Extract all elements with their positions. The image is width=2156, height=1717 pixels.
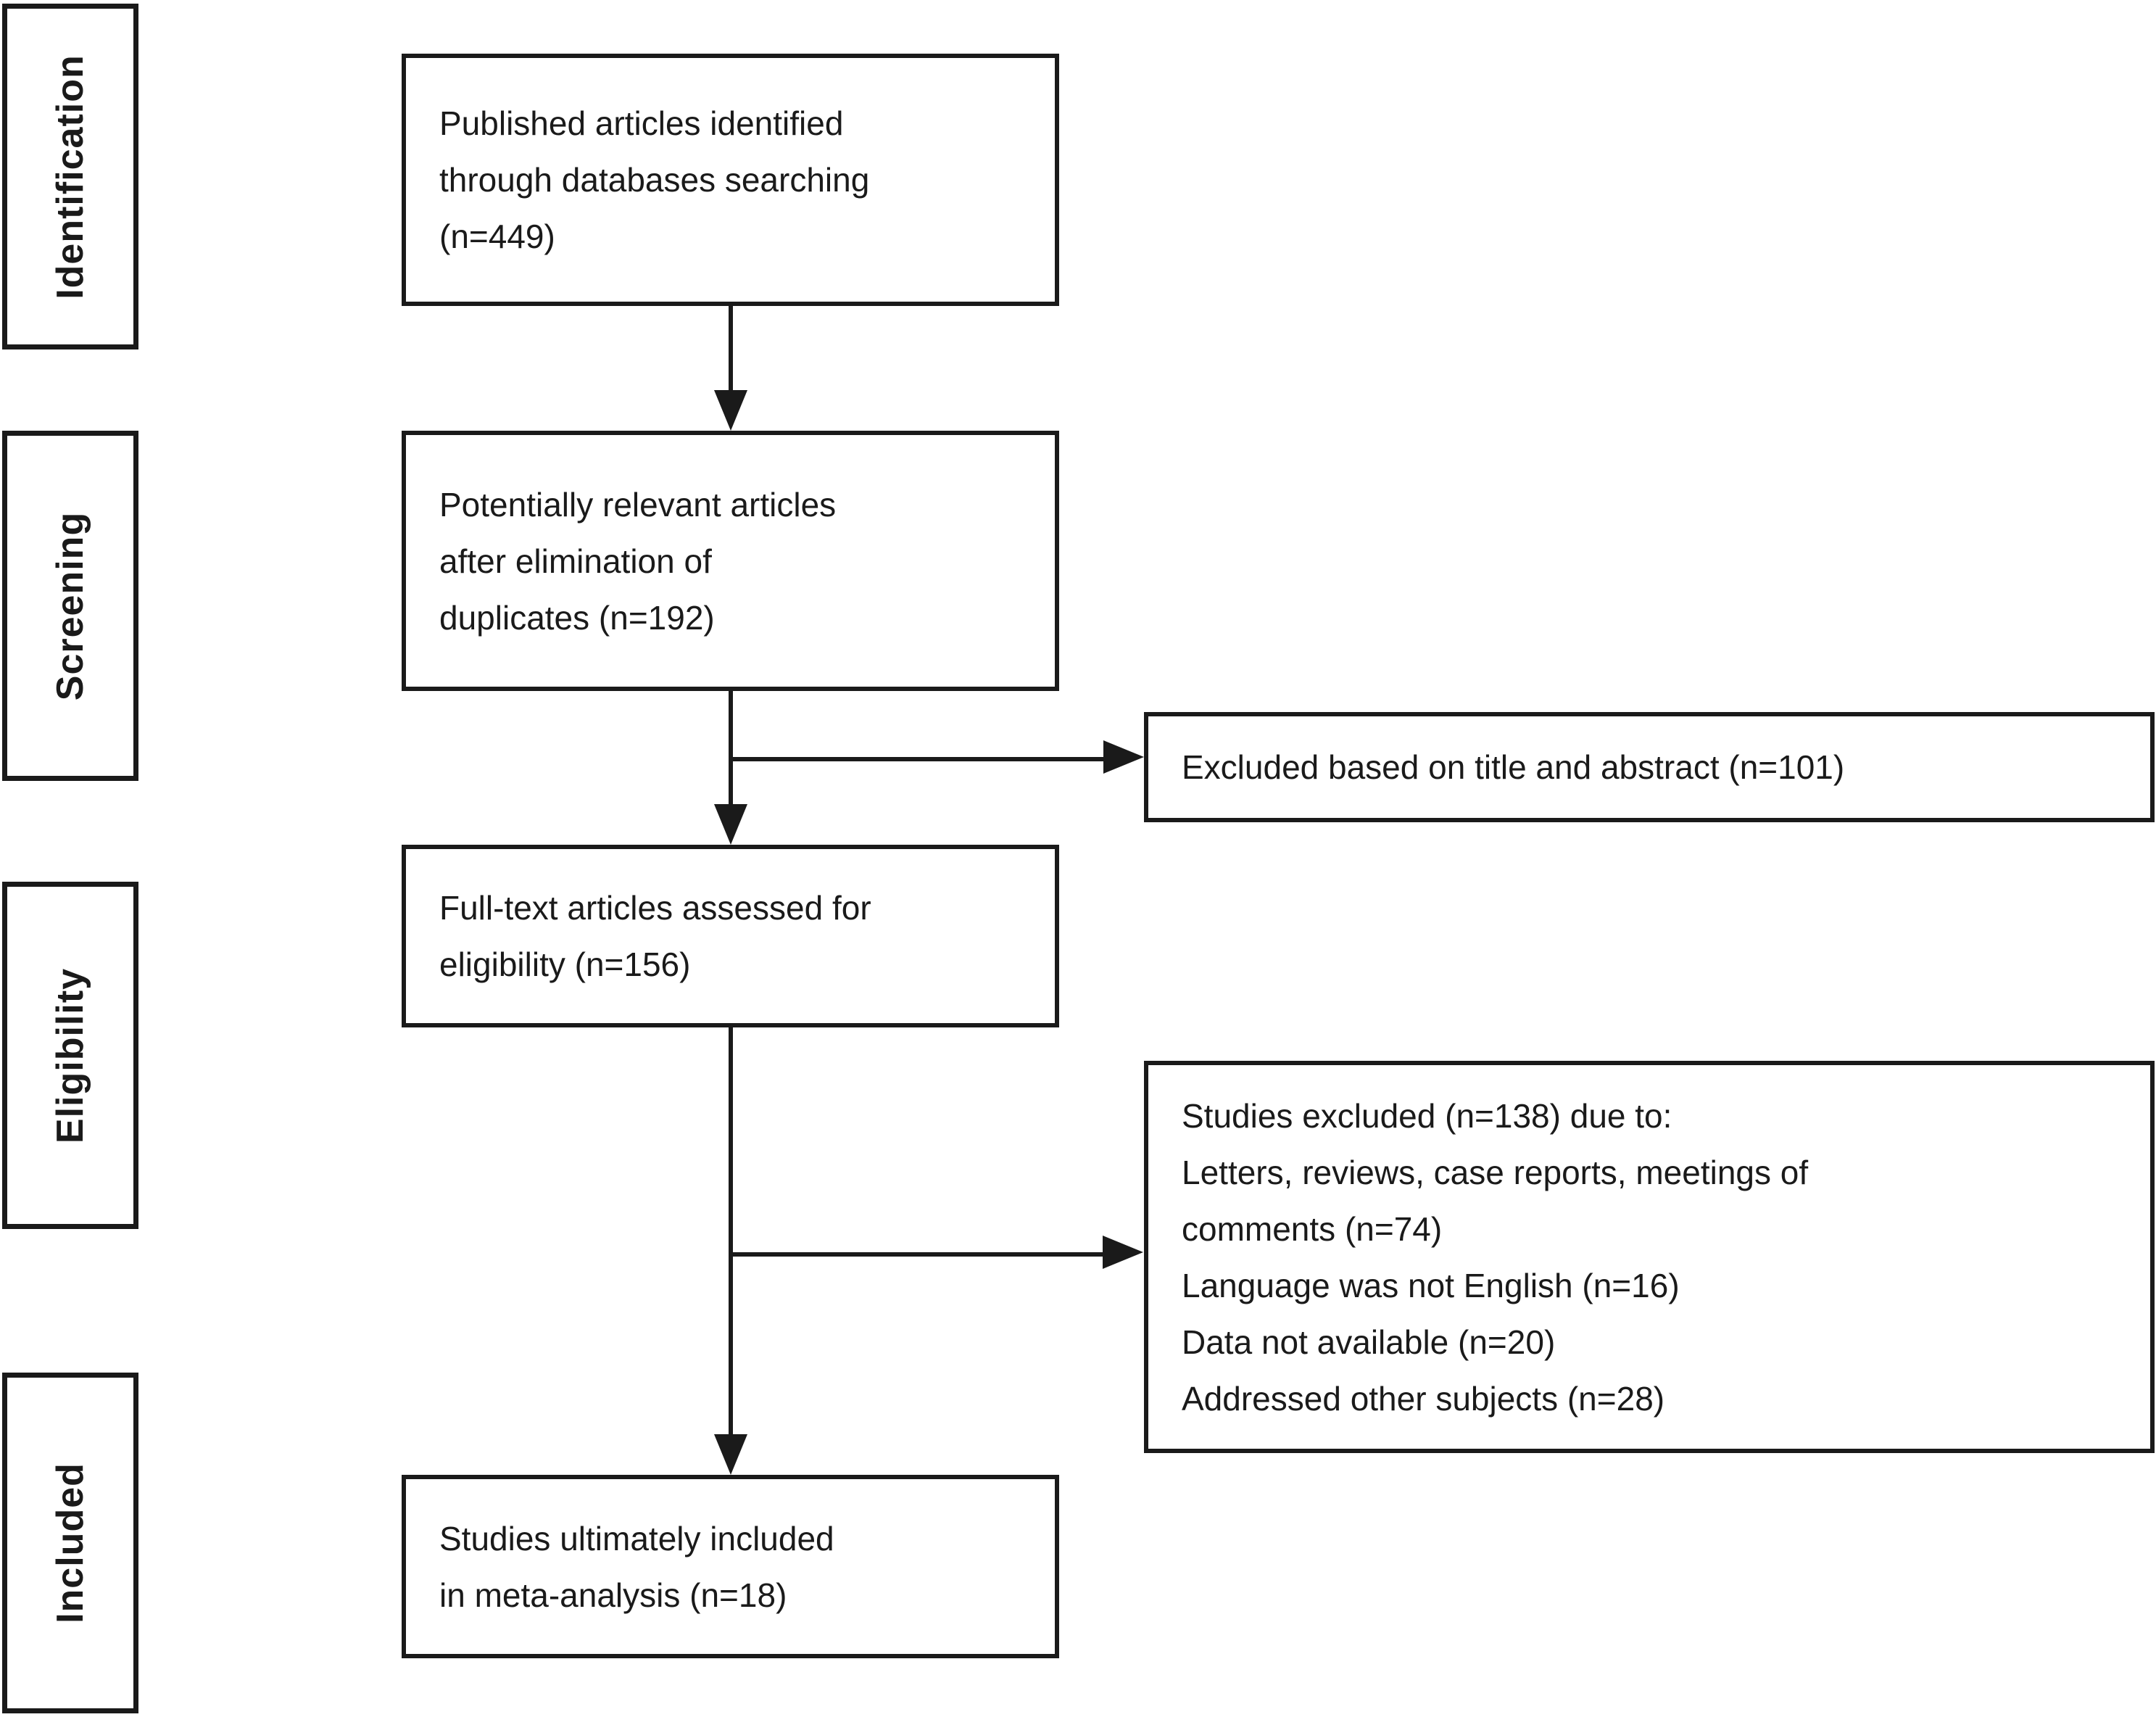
flow-box-fulltext-assessed-text: Full-text articles assessed for eligibil… [439,889,871,983]
stage-box-included: Included [2,1373,138,1713]
stage-box-screening: Screening [2,431,138,781]
stage-label-identification: Identification [49,54,91,299]
stage-label-screening: Screening [49,511,92,700]
arrow-line-deduplicated-to-fulltext [729,691,733,806]
flow-box-fulltext-assessed: Full-text articles assessed for eligibil… [402,845,1059,1027]
stage-box-eligibility: Eligibility [2,882,138,1229]
arrowhead-fulltext-to-included [714,1434,747,1475]
arrowhead-identified-to-deduplicated [714,390,747,431]
side-box-excluded-fulltext-text: Studies excluded (n=138) due to: Letters… [1182,1096,1809,1418]
stage-label-eligibility: Eligibility [49,967,92,1143]
flow-box-included-meta: Studies ultimately included in meta-anal… [402,1475,1059,1658]
side-box-excluded-title-abstract-text: Excluded based on title and abstract (n=… [1182,748,1845,786]
arrowhead-deduplicated-to-fulltext [714,804,747,845]
flow-box-deduplicated: Potentially relevant articles after elim… [402,431,1059,691]
flow-box-identified: Published articles identified through da… [402,54,1059,306]
arrow-line-fulltext-to-included [729,1027,733,1436]
arrow-line-branch-excluded-fulltext [731,1252,1103,1257]
flow-box-deduplicated-text: Potentially relevant articles after elim… [439,485,837,637]
arrowhead-branch-excluded-fulltext [1103,1236,1143,1269]
arrow-line-branch-excluded-title-abstract [731,757,1103,761]
side-box-excluded-title-abstract: Excluded based on title and abstract (n=… [1144,712,2155,822]
side-box-excluded-fulltext: Studies excluded (n=138) due to: Letters… [1144,1061,2155,1453]
stage-label-included: Included [49,1462,92,1623]
flow-box-included-meta-text: Studies ultimately included in meta-anal… [439,1519,834,1614]
arrow-line-identified-to-deduplicated [729,306,733,392]
flow-box-identified-text: Published articles identified through da… [439,104,870,255]
arrowhead-branch-excluded-title-abstract [1103,740,1144,774]
stage-box-identification: Identification [2,4,138,349]
